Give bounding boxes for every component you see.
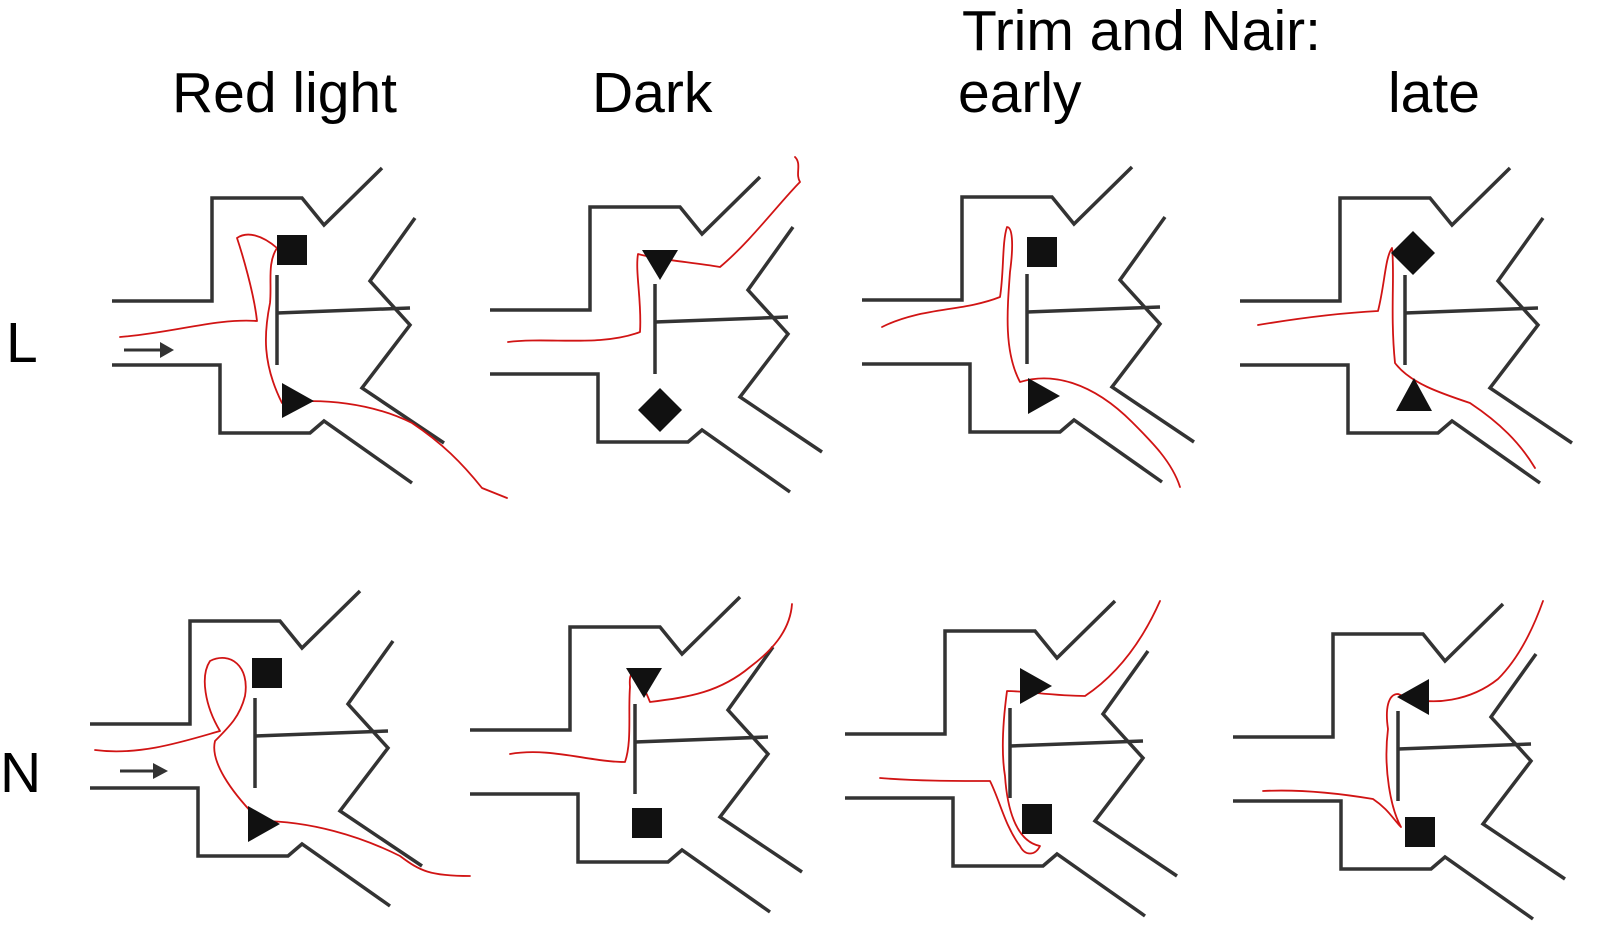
trajectory <box>1257 247 1536 469</box>
maze-outline <box>488 175 824 494</box>
maze-outline <box>1238 166 1574 485</box>
trajectory <box>879 600 1161 855</box>
trajectory <box>1262 600 1544 828</box>
triangle-right-marker <box>282 383 314 418</box>
maze-outline <box>1231 602 1567 921</box>
triangle-left-marker <box>1397 679 1429 715</box>
maze-panel-n-red-light <box>88 589 471 908</box>
maze-outline <box>110 166 446 485</box>
header-early: early <box>958 61 1082 125</box>
square-marker <box>632 808 662 838</box>
maze-panel-l-early <box>860 165 1196 488</box>
row-label-n: N <box>0 741 41 805</box>
header-late: late <box>1388 61 1480 125</box>
diamond-marker <box>638 388 682 432</box>
maze-outline <box>843 599 1179 918</box>
maze-panel-l-late <box>1238 166 1574 485</box>
trajectory <box>119 233 508 499</box>
header-red-light: Red light <box>172 61 397 125</box>
maze-panel-n-dark <box>468 595 804 914</box>
triangle-right-marker <box>248 806 280 842</box>
square-marker <box>1027 237 1057 267</box>
maze-panel-n-late <box>1231 600 1567 921</box>
maze-panel-l-dark <box>488 156 824 494</box>
header-dark: Dark <box>592 61 713 125</box>
maze-outline <box>468 595 804 914</box>
trajectory <box>881 226 1181 488</box>
trajectory <box>94 657 471 877</box>
maze-outline <box>88 589 424 908</box>
entry-arrow-head <box>153 763 168 779</box>
triangle-right-marker <box>1020 668 1052 704</box>
row-label-l: L <box>6 311 38 375</box>
diamond-marker <box>1391 231 1435 275</box>
square-marker <box>252 658 282 688</box>
triangle-right-marker <box>1028 378 1060 414</box>
triangle-down-marker <box>642 250 678 280</box>
entry-arrow-head <box>160 342 174 358</box>
header-trim-and-nair: Trim and Nair: <box>962 0 1321 63</box>
maze-panel-n-early <box>843 599 1179 918</box>
square-marker <box>1022 804 1052 834</box>
triangle-up-marker <box>1396 378 1432 411</box>
square-marker <box>277 235 307 265</box>
maze-panel-l-red-light <box>110 166 508 499</box>
triangle-down-marker <box>626 668 662 698</box>
square-marker <box>1405 817 1435 847</box>
